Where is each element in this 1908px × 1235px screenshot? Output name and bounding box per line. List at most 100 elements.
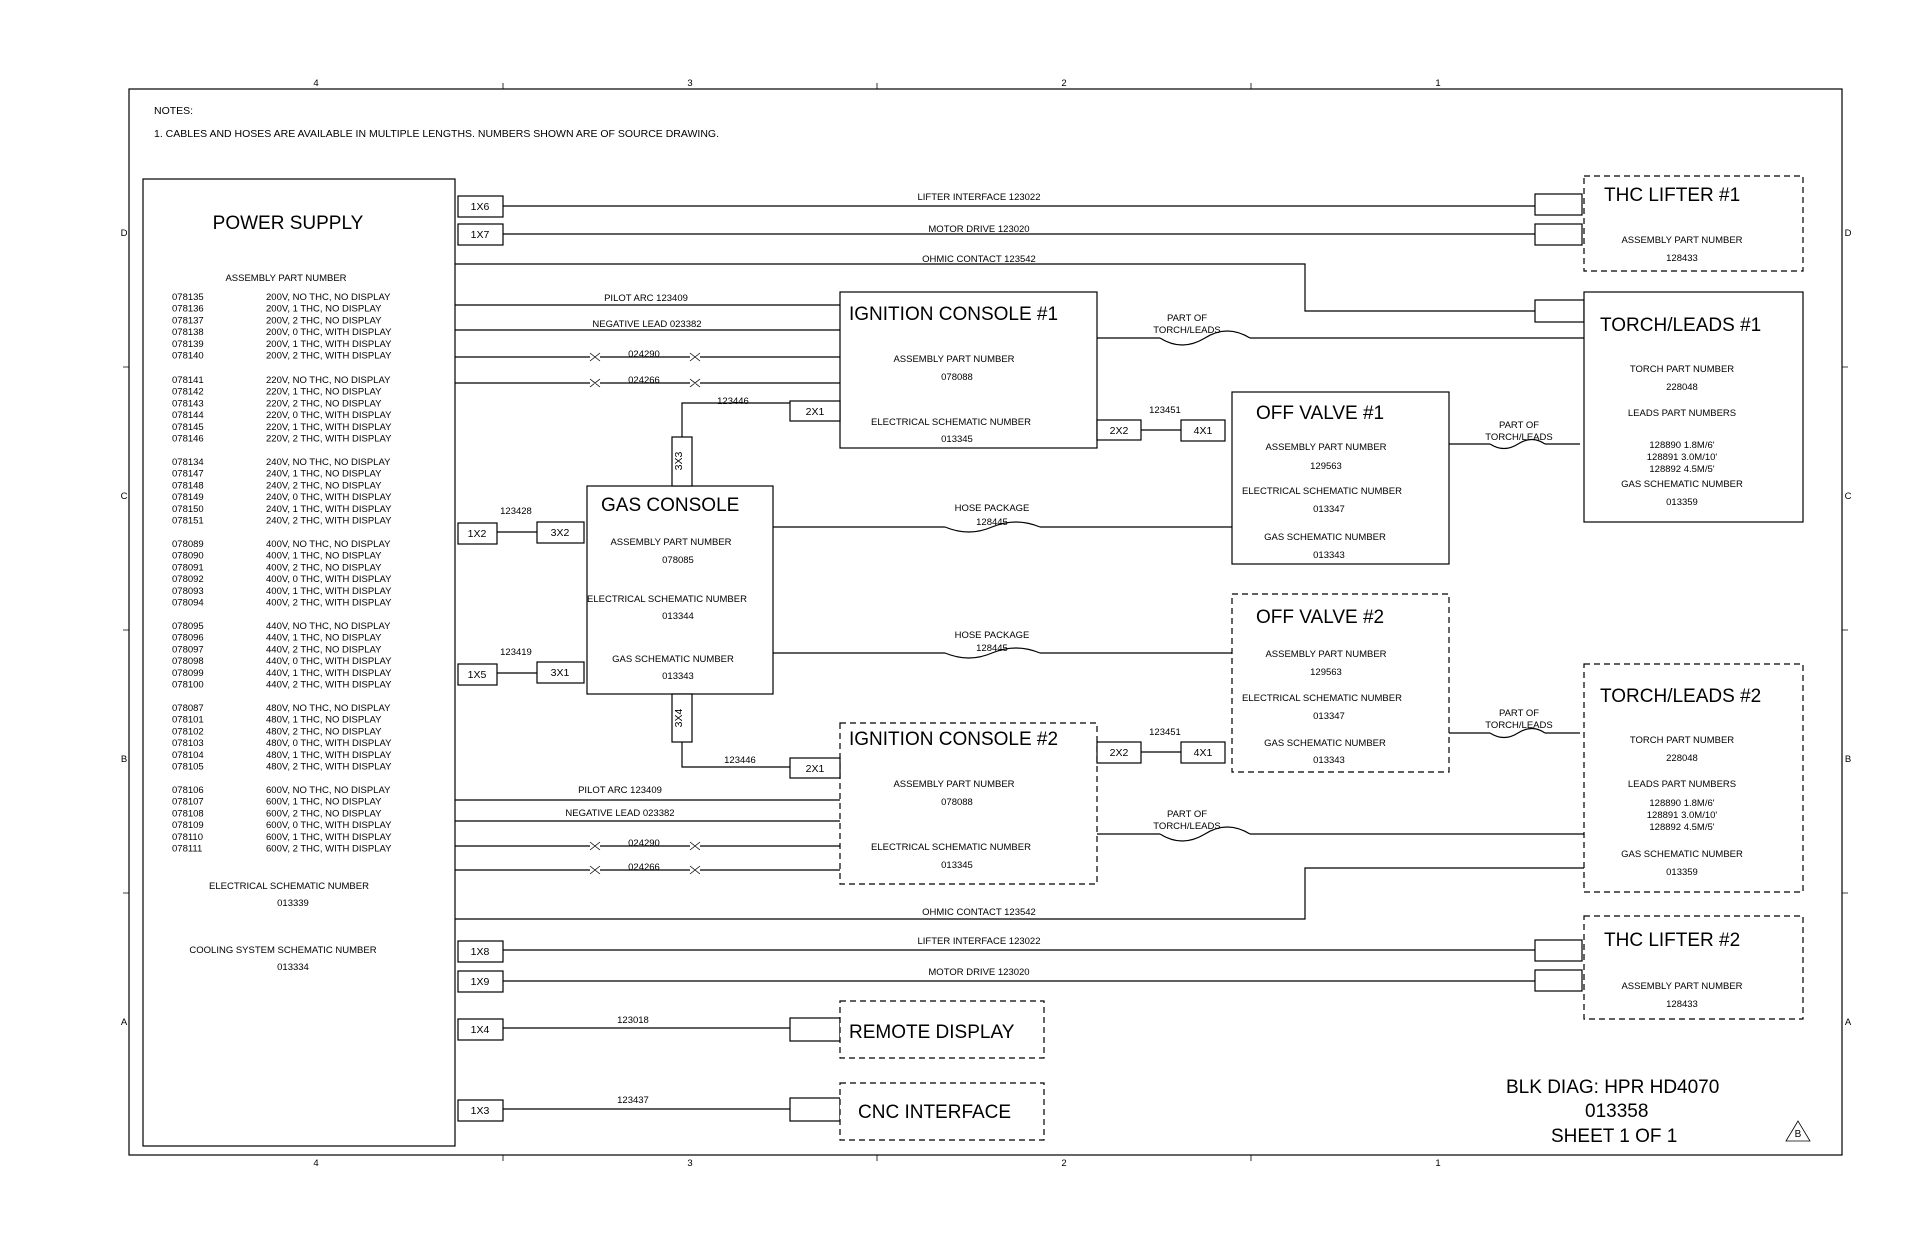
port-1x7[interactable]: 1X7 <box>457 223 504 246</box>
gas-console-esn: 013344 <box>662 611 694 622</box>
port-1x2[interactable]: 1X2 <box>457 522 498 545</box>
ignition-console-2[interactable]: IGNITION CONSOLE #2 ASSEMBLY PART NUMBER… <box>789 722 1142 885</box>
power-supply[interactable]: POWER SUPPLY ASSEMBLY PART NUMBER 078135… <box>142 178 504 1147</box>
port-1x5[interactable]: 1X5 <box>457 663 498 686</box>
power-supply-apn-label: ASSEMBLY PART NUMBER <box>225 273 346 284</box>
power-supply-part-number: 078106 <box>172 785 204 796</box>
cable-123451-2-label: 123451 <box>1149 727 1181 738</box>
remote-display[interactable]: REMOTE DISPLAY <box>789 1000 1045 1059</box>
port-1x6[interactable]: 1X6 <box>457 195 504 218</box>
lifter-interface-2-label: LIFTER INTERFACE 123022 <box>917 936 1040 947</box>
power-supply-part-description: 400V, 2 THC, WITH DISPLAY <box>266 598 392 609</box>
off-valve-2-port-4x1[interactable]: 4X1 <box>1180 741 1226 764</box>
port-1x3[interactable]: 1X3 <box>457 1099 504 1122</box>
gas-console[interactable]: GAS CONSOLE ASSEMBLY PART NUMBER 078085 … <box>536 436 774 743</box>
torch-leads-1-lead: 128891 3.0M/10' <box>1647 452 1718 463</box>
off-valve-1[interactable]: OFF VALVE #1 ASSEMBLY PART NUMBER 129563… <box>1180 391 1450 565</box>
ignition-console-2-port-2x2[interactable]: 2X2 <box>1096 741 1142 764</box>
power-supply-part-description: 200V, NO THC, NO DISPLAY <box>266 292 391 303</box>
cable-123419-label: 123419 <box>500 647 532 658</box>
gas-console-apn: 078085 <box>662 555 694 566</box>
port-1x4-label: 1X4 <box>471 1024 490 1036</box>
off-valve-1-box[interactable] <box>1231 391 1450 565</box>
ignition-console-1-esn-label: ELECTRICAL SCHEMATIC NUMBER <box>871 417 1031 428</box>
gas-console-title: GAS CONSOLE <box>601 495 739 516</box>
power-supply-part-number: 078150 <box>172 504 204 515</box>
port-1x4[interactable]: 1X4 <box>457 1018 504 1041</box>
power-supply-part-number: 078107 <box>172 797 204 808</box>
cnc-interface[interactable]: CNC INTERFACE <box>789 1082 1045 1141</box>
row-marker: A <box>121 1017 128 1028</box>
ignition-console-2-port-2x1[interactable]: 2X1 <box>789 757 841 779</box>
thc-lifter-1-box[interactable] <box>1583 175 1804 272</box>
ignition-console-1-box[interactable] <box>839 291 1098 449</box>
remote-display-box[interactable] <box>839 1000 1045 1059</box>
ignition-console-1-port-2x2[interactable]: 2X2 <box>1096 419 1142 441</box>
power-supply-part-number: 078134 <box>172 457 204 468</box>
row-marker: C <box>121 491 128 502</box>
gas-console-port-3x3[interactable]: 3X3 <box>671 436 693 487</box>
lifter-interface-1-label: LIFTER INTERFACE 123022 <box>917 192 1040 203</box>
ohmic-contact-2-label: OHMIC CONTACT 123542 <box>922 907 1036 918</box>
power-supply-part-description: 600V, NO THC, NO DISPLAY <box>266 785 391 796</box>
gas-console-port-3x2[interactable]: 3X2 <box>536 521 585 544</box>
gas-console-port-3x1[interactable]: 3X1 <box>536 661 585 684</box>
title-block-line3: SHEET 1 OF 1 <box>1551 1126 1677 1147</box>
gas-console-gsn: 013343 <box>662 671 694 682</box>
gas-console-gsn-label: GAS SCHEMATIC NUMBER <box>612 654 734 665</box>
off-valve-2-esn: 013347 <box>1313 711 1345 722</box>
power-supply-esn: 013339 <box>277 898 309 909</box>
torch-leads-2-lead: 128891 3.0M/10' <box>1647 810 1718 821</box>
thc-lifter-2[interactable]: THC LIFTER #2 ASSEMBLY PART NUMBER 12843… <box>1534 915 1804 1020</box>
ignition-console-1[interactable]: IGNITION CONSOLE #1 ASSEMBLY PART NUMBER… <box>789 291 1142 449</box>
off-valve-2-box[interactable] <box>1231 593 1450 773</box>
power-supply-part-description: 200V, 2 THC, WITH DISPLAY <box>266 351 392 362</box>
thc-lifter-2-box[interactable] <box>1583 915 1804 1020</box>
ignition-console-2-box[interactable] <box>839 722 1098 885</box>
part-of-label: PART OF <box>1499 420 1539 431</box>
row-marker: A <box>1845 1017 1852 1028</box>
gas-console-port-3x4[interactable]: 3X4 <box>671 693 693 743</box>
power-supply-part-number: 078102 <box>172 726 204 737</box>
power-supply-part-number: 078110 <box>172 832 203 843</box>
power-supply-part-description: 200V, 1 THC, WITH DISPLAY <box>266 339 392 350</box>
power-supply-part-description: 440V, 1 THC, NO DISPLAY <box>266 633 382 644</box>
port-1x7-label: 1X7 <box>471 229 490 241</box>
power-supply-part-number: 078100 <box>172 680 204 691</box>
negative-lead-1-label: NEGATIVE LEAD 023382 <box>592 319 701 330</box>
power-supply-part-description: 200V, 0 THC, WITH DISPLAY <box>266 327 392 338</box>
torch-leads-1-gsn-label: GAS SCHEMATIC NUMBER <box>1621 479 1743 490</box>
torch-leads-1-gsn: 013359 <box>1666 497 1698 508</box>
col-marker: 4 <box>313 1158 318 1169</box>
off-valve-2-gsn: 013343 <box>1313 755 1345 766</box>
ignition-console-1-port-2x1[interactable]: 2X1 <box>789 400 841 422</box>
port-1x8[interactable]: 1X8 <box>457 940 504 963</box>
off-valve-1-title: OFF VALVE #1 <box>1256 403 1384 424</box>
ignition-console-2-title: IGNITION CONSOLE #2 <box>849 729 1058 750</box>
off-valve-2[interactable]: OFF VALVE #2 ASSEMBLY PART NUMBER 129563… <box>1180 593 1450 773</box>
power-supply-part-description: 220V, 0 THC, WITH DISPLAY <box>266 410 392 421</box>
note-1: 1. CABLES AND HOSES ARE AVAILABLE IN MUL… <box>154 128 719 140</box>
part-of-label: PART OF <box>1167 809 1207 820</box>
power-supply-box[interactable] <box>142 178 456 1147</box>
torch-leads-1-box[interactable] <box>1583 291 1804 523</box>
power-supply-part-description: 440V, 2 THC, WITH DISPLAY <box>266 680 392 691</box>
off-valve-2-title: OFF VALVE #2 <box>1256 607 1384 628</box>
off-valve-2-apn: 129563 <box>1310 667 1342 678</box>
power-supply-part-description: 480V, 1 THC, WITH DISPLAY <box>266 750 392 761</box>
torch-leads-1[interactable]: TORCH/LEADS #1 TORCH PART NUMBER 228048 … <box>1534 291 1804 523</box>
off-valve-1-apn: 129563 <box>1310 461 1342 472</box>
power-supply-part-number: 078151 <box>172 516 204 527</box>
port-2x2-label: 2X2 <box>1110 425 1129 437</box>
off-valve-1-port-4x1[interactable]: 4X1 <box>1180 419 1226 442</box>
gas-console-box[interactable] <box>586 485 774 695</box>
thc-lifter-2-title: THC LIFTER #2 <box>1604 930 1740 951</box>
torch-leads-2[interactable]: TORCH/LEADS #2 TORCH PART NUMBER 228048 … <box>1583 663 1804 893</box>
cnc-interface-box[interactable] <box>839 1082 1045 1141</box>
remote-display-title: REMOTE DISPLAY <box>849 1022 1015 1043</box>
torch-leads-2-title: TORCH/LEADS #2 <box>1600 686 1761 707</box>
port-1x9[interactable]: 1X9 <box>457 970 504 993</box>
torch-leads-2-lead: 128892 4.5M/5' <box>1649 822 1714 833</box>
torch-leads-2-box[interactable] <box>1583 663 1804 893</box>
thc-lifter-1[interactable]: THC LIFTER #1 ASSEMBLY PART NUMBER 12843… <box>1534 175 1804 272</box>
